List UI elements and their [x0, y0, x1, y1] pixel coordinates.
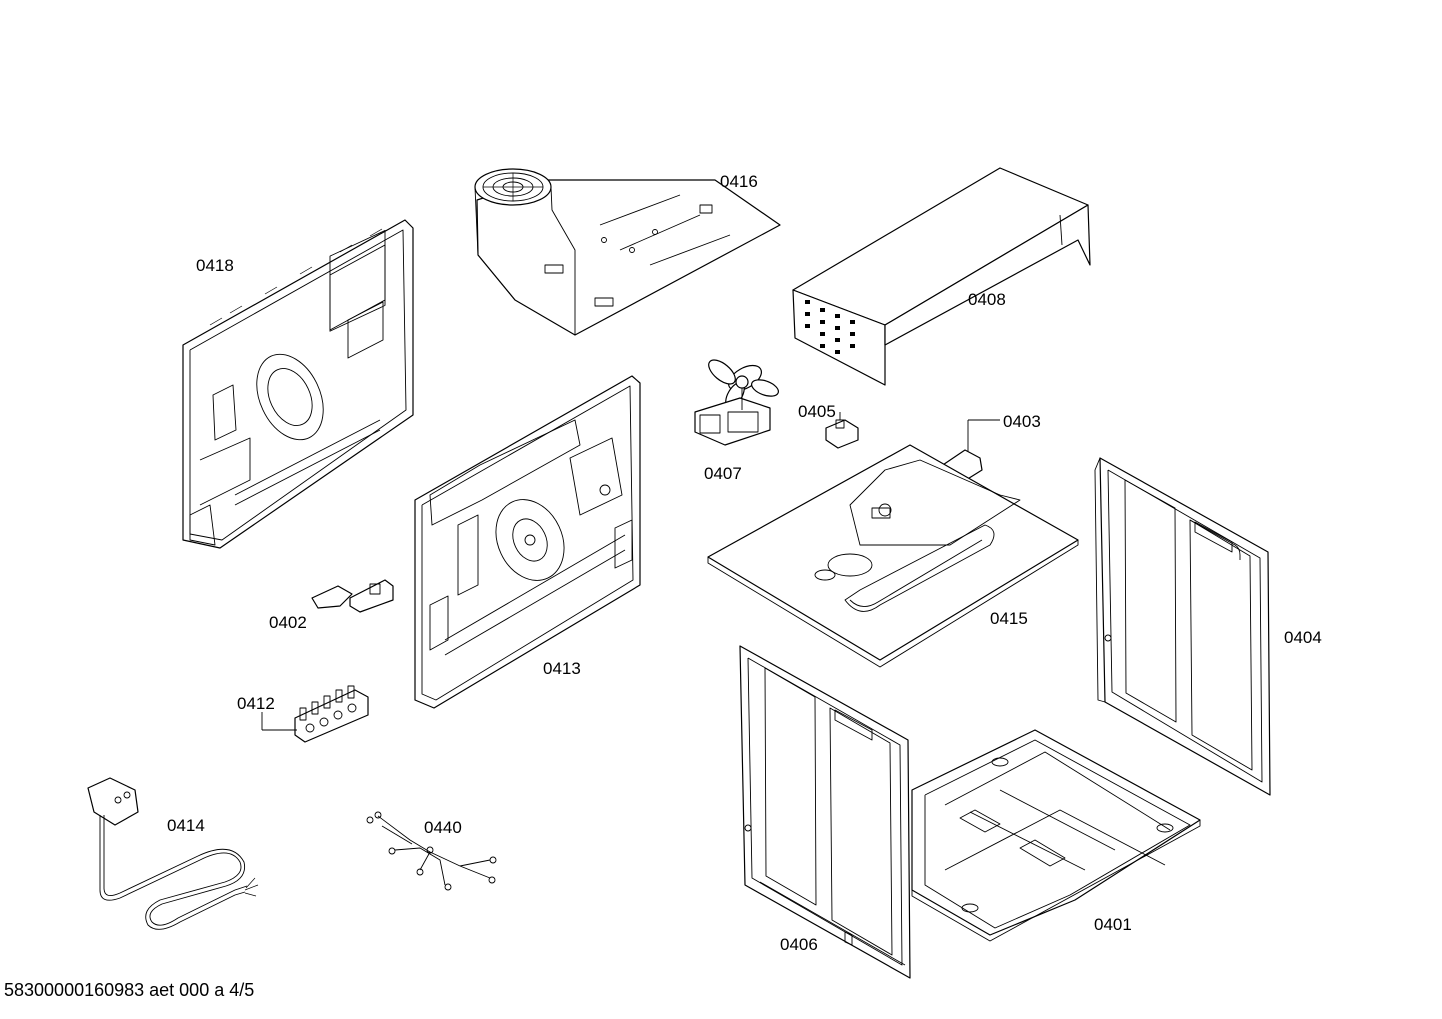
label-0407: 0407: [704, 464, 742, 483]
part-0405-switch[interactable]: [825, 412, 859, 449]
part-0404-right-side-panel[interactable]: [1094, 457, 1271, 796]
label-0415: 0402: [269, 613, 307, 632]
part-0408-top-channel[interactable]: [792, 167, 1091, 386]
label-0408: 0408: [968, 290, 1006, 309]
label-0416: 0416: [720, 172, 758, 191]
part-0413-rear-inner-panel[interactable]: [414, 375, 641, 709]
label-0413: 0413: [543, 659, 581, 678]
label-0403: 0403: [1003, 412, 1041, 431]
part-0414-mains-cable[interactable]: [87, 777, 259, 930]
document-code: 58300000160983 aet 000 a 4/5: [4, 980, 255, 1000]
label-0412: 0412: [237, 694, 275, 713]
part-0407-fan-motor[interactable]: [694, 356, 781, 446]
label-0404: 0404: [1284, 628, 1322, 647]
label-0414: 0414: [167, 816, 205, 835]
part-0406-left-side-panel[interactable]: [739, 645, 911, 979]
part-0412-terminal-block[interactable]: [261, 685, 369, 743]
part-0440-wire-harness[interactable]: [366, 811, 497, 891]
label-0406: 0406: [780, 935, 818, 954]
part-0401-base-frame[interactable]: [911, 729, 1201, 942]
label-0418: 0418: [196, 256, 234, 275]
label-0405: 0405: [798, 402, 836, 421]
label-0401: 0401: [1094, 915, 1132, 934]
part-0418-rear-panel[interactable]: [182, 219, 414, 549]
label-0440: 0440: [424, 818, 462, 837]
part-0415-lamp-holder[interactable]: [311, 579, 394, 613]
label-0402: 0415: [990, 609, 1028, 628]
part-0416-top-duct[interactable]: [474, 168, 781, 336]
part-0402-top-panel[interactable]: [707, 444, 1079, 668]
